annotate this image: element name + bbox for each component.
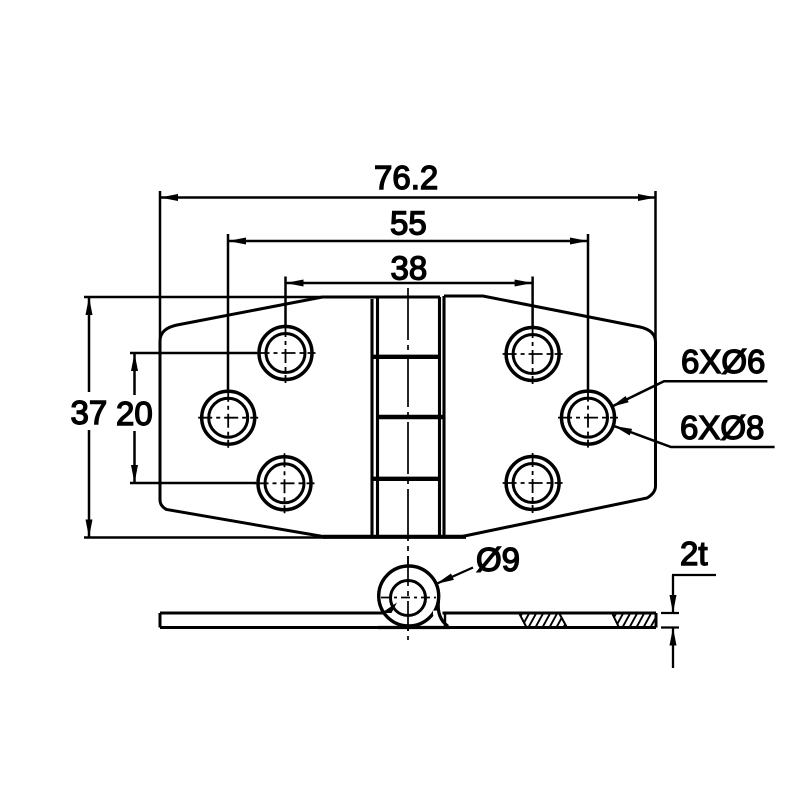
svg-text:6XØ8: 6XØ8	[680, 409, 764, 446]
svg-text:Ø9: Ø9	[476, 541, 520, 578]
svg-text:76.2: 76.2	[374, 159, 438, 196]
svg-text:6XØ6: 6XØ6	[681, 343, 765, 380]
svg-text:20: 20	[116, 395, 153, 432]
svg-text:2t: 2t	[680, 535, 708, 572]
svg-text:37: 37	[71, 394, 108, 431]
svg-text:38: 38	[391, 250, 428, 287]
svg-text:55: 55	[390, 205, 427, 242]
